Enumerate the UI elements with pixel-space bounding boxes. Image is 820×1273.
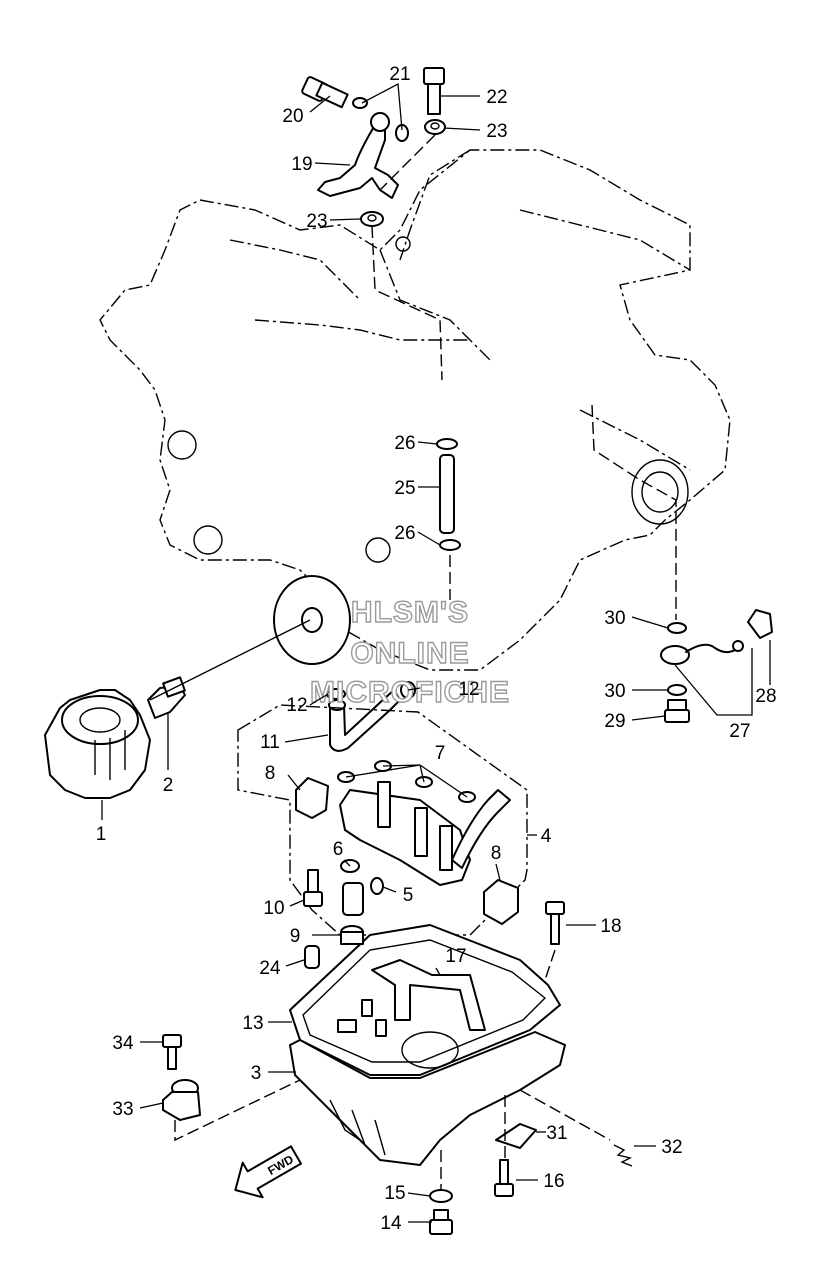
callout-32: 32 — [661, 1137, 682, 1158]
watermark-line-3: MICROFICHE — [310, 676, 510, 709]
callout-5: 5 — [403, 885, 414, 906]
callout-26-lower: 26 — [394, 523, 415, 544]
engine-block-holes — [167, 236, 689, 563]
engine-block-outline — [99, 149, 731, 671]
callout-8-right: 8 — [491, 843, 502, 864]
alignment-line-18 — [544, 949, 556, 981]
callout-23-lower: 23 — [306, 211, 327, 232]
bolt-18 — [545, 901, 565, 945]
callout-33: 33 — [112, 1099, 133, 1120]
filter-axis-line — [149, 619, 311, 701]
o-ring-5 — [370, 877, 384, 895]
oil-pipe-11 — [328, 689, 401, 752]
oil-pipe-19 — [317, 112, 399, 199]
callout-13: 13 — [242, 1013, 263, 1034]
pipe-25 — [439, 454, 455, 534]
plate-31 — [495, 1123, 537, 1149]
oil-filter — [44, 689, 151, 799]
baffle-17 — [371, 959, 486, 1031]
callout-16: 16 — [543, 1171, 564, 1192]
callout-6: 6 — [333, 839, 344, 860]
callout-18: 18 — [600, 916, 621, 937]
callout-15: 15 — [384, 1183, 405, 1204]
oil-pipe-27 — [660, 640, 744, 665]
filter-mount-boss — [273, 575, 351, 665]
alignment-line-33 — [174, 1079, 301, 1142]
callout-30-upper: 30 — [604, 608, 625, 629]
o-ring-30-upper — [667, 622, 687, 634]
callout-1: 1 — [96, 824, 107, 845]
spring-32 — [613, 1144, 633, 1167]
o-ring-26-upper — [436, 438, 458, 450]
bolt-10 — [303, 869, 323, 907]
forward-direction-arrow: FWD — [234, 1145, 302, 1199]
callout-3: 3 — [251, 1063, 262, 1084]
callout-11: 11 — [260, 732, 280, 753]
damper-8-right — [483, 879, 519, 925]
callout-12-right: 12 — [458, 679, 479, 700]
callout-12-left: 12 — [286, 695, 307, 716]
callout-23-upper: 23 — [486, 121, 507, 142]
watermark-line-1: HLSM'S — [351, 596, 469, 629]
callout-27: 27 — [729, 721, 750, 742]
callout-29: 29 — [604, 711, 625, 732]
top-union-bolt-20 — [301, 76, 349, 109]
watermark: HLSM'S ONLINE MICROFICHE — [309, 595, 510, 709]
callout-24: 24 — [259, 958, 281, 979]
washer-15 — [429, 1189, 453, 1203]
bolt-34 — [162, 1034, 182, 1070]
union-bolt-29 — [664, 699, 690, 723]
oil-pan-gasket-13 — [289, 924, 561, 1076]
o-ring-30-lower — [667, 684, 687, 696]
collar-9-lower — [340, 925, 364, 945]
callout-30-lower: 30 — [604, 681, 625, 702]
alignment-line-32 — [519, 1089, 611, 1141]
callout-19: 19 — [291, 154, 312, 175]
callout-26-upper: 26 — [394, 433, 415, 454]
callout-labels: 1 2 3 4 5 6 7 8 8 9 10 11 12 12 13 14 15… — [96, 64, 777, 1234]
bolt-22 — [423, 67, 445, 115]
dowel-pin-24 — [304, 945, 320, 969]
cap-28 — [747, 609, 773, 639]
washer-23-upper — [424, 119, 446, 135]
drain-plug-14 — [429, 1209, 453, 1235]
pan-inner-parts — [337, 999, 387, 1037]
o-ring-26-lower — [439, 539, 461, 551]
damper-8-left — [295, 777, 329, 819]
callout-34: 34 — [112, 1033, 134, 1054]
callout-17: 17 — [445, 946, 466, 967]
alignment-line-22 — [379, 134, 436, 191]
collar-9-upper — [342, 882, 364, 916]
callout-10: 10 — [263, 898, 284, 919]
callout-2: 2 — [163, 775, 174, 796]
callout-8-left: 8 — [265, 763, 276, 784]
oil-pan-3 — [289, 1031, 566, 1166]
callout-25: 25 — [394, 478, 415, 499]
collar-33 — [162, 1079, 201, 1121]
watermark-line-2: ONLINE — [350, 637, 469, 670]
alignment-line-27 — [591, 404, 677, 620]
leader-lines — [101, 82, 771, 1223]
callout-9: 9 — [290, 926, 301, 947]
callout-22: 22 — [486, 87, 507, 108]
washer-23-lower — [360, 211, 384, 227]
bolt-16 — [494, 1159, 514, 1197]
callout-20: 20 — [282, 106, 303, 127]
callout-21: 21 — [389, 64, 410, 85]
callout-31: 31 — [546, 1123, 567, 1144]
callout-4: 4 — [541, 826, 552, 847]
strainer-body — [339, 781, 511, 886]
callout-7: 7 — [435, 743, 446, 764]
callout-14: 14 — [380, 1213, 402, 1234]
callout-28: 28 — [755, 686, 776, 707]
